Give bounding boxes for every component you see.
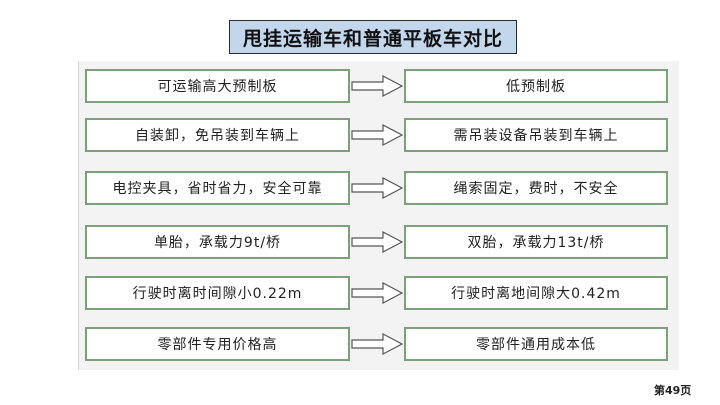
comparison-row: 单胎，承载力9t/桥 双胎，承载力13t/桥 (79, 225, 679, 259)
right-arrow-icon (351, 231, 403, 253)
comparison-row: 零部件专用价格高 零部件通用成本低 (79, 327, 679, 361)
flatbed-feature-box: 双胎，承载力13t/桥 (404, 225, 668, 259)
trailer-feature-box: 自装卸，免吊装到车辆上 (85, 118, 350, 152)
flatbed-feature-box: 需吊装设备吊装到车辆上 (404, 118, 668, 152)
comparison-row: 自装卸，免吊装到车辆上 需吊装设备吊装到车辆上 (79, 118, 679, 152)
page-number: 第49页 (654, 384, 692, 397)
flatbed-feature-box: 行驶时离地间隙大0.42m (404, 276, 668, 310)
comparison-row: 电控夹具，省时省力，安全可靠 绳索固定，费时，不安全 (79, 171, 679, 205)
right-arrow-icon (351, 333, 403, 355)
flatbed-feature-box: 低预制板 (404, 69, 668, 103)
trailer-feature-box: 行驶时离时间隙小0.22m (85, 276, 350, 310)
trailer-feature-box: 电控夹具，省时省力，安全可靠 (85, 171, 350, 205)
right-arrow-icon (351, 124, 403, 146)
trailer-feature-box: 零部件专用价格高 (85, 327, 350, 361)
comparison-row: 可运输高大预制板 低预制板 (79, 69, 679, 103)
flatbed-feature-box: 绳索固定，费时，不安全 (404, 171, 668, 205)
right-arrow-icon (351, 75, 403, 97)
right-arrow-icon (351, 177, 403, 199)
comparison-row: 行驶时离时间隙小0.22m 行驶时离地间隙大0.42m (79, 276, 679, 310)
slide-title: 甩挂运输车和普通平板车对比 (229, 20, 517, 54)
flatbed-feature-box: 零部件通用成本低 (404, 327, 668, 361)
trailer-feature-box: 单胎，承载力9t/桥 (85, 225, 350, 259)
right-arrow-icon (351, 282, 403, 304)
trailer-feature-box: 可运输高大预制板 (85, 69, 350, 103)
comparison-panel: 可运输高大预制板 低预制板 自装卸，免吊装到车辆上 需吊装设备吊装到车辆上 电控… (78, 61, 679, 370)
